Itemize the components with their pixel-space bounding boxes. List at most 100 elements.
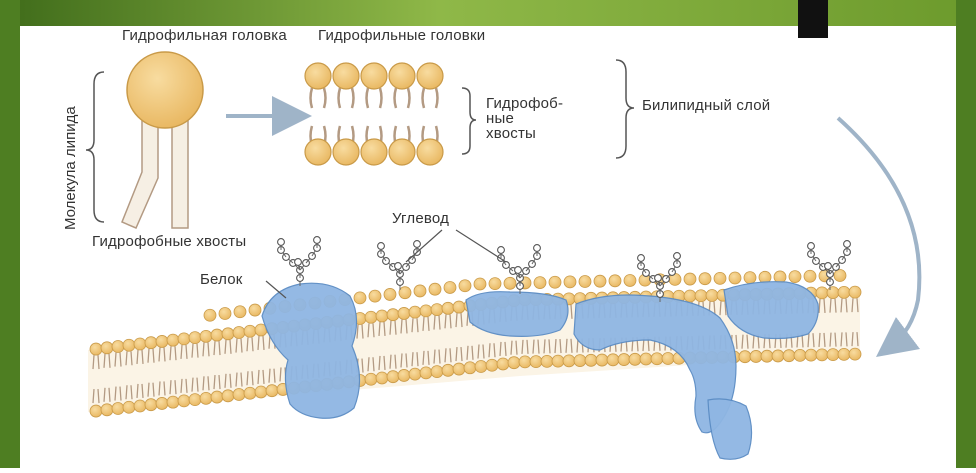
membrane-head-top — [816, 287, 828, 299]
membrane-head-back — [384, 288, 396, 300]
carbohydrate-unit — [314, 237, 321, 244]
membrane-head-top — [442, 302, 454, 314]
membrane-head-back — [609, 275, 621, 287]
membrane-head-bottom — [541, 355, 553, 367]
membrane-head-top — [244, 325, 256, 337]
membrane-head-top — [849, 286, 861, 298]
label-lipid-molecule: Молекула липида — [62, 106, 79, 230]
membrane-head-bottom — [486, 359, 498, 371]
membrane-head-bottom — [596, 354, 608, 366]
membrane-head-top — [189, 332, 201, 344]
membrane-head-top — [431, 304, 443, 316]
membrane-head-back — [369, 290, 381, 302]
membrane-head-top — [90, 343, 102, 355]
lipid-head-top — [333, 63, 359, 89]
membrane-head-bottom — [629, 353, 641, 365]
label-carbohydrate: Углевод — [392, 211, 449, 227]
label-hydrophobic-tails: Гидрофобные хвосты — [92, 234, 262, 250]
carbohydrate-unit — [808, 243, 815, 250]
membrane-head-bottom — [640, 353, 652, 365]
membrane-head-back — [204, 309, 216, 321]
membrane-head-bottom — [90, 405, 102, 417]
membrane-head-back — [804, 270, 816, 282]
membrane-head-bottom — [552, 355, 564, 367]
membrane-head-back — [219, 308, 231, 320]
membrane-head-bottom — [827, 349, 839, 361]
membrane-head-bottom — [849, 348, 861, 360]
membrane-head-bottom — [431, 366, 443, 378]
membrane-head-top — [695, 290, 707, 302]
membrane-head-top — [101, 342, 113, 354]
membrane-head-back — [474, 278, 486, 290]
membrane-head-bottom — [475, 361, 487, 373]
carbohydrate-unit — [825, 263, 832, 270]
membrane-head-bottom — [838, 348, 850, 360]
membrane-head-bottom — [508, 357, 520, 369]
lipid-head-bottom — [389, 139, 415, 165]
membrane-head-bottom — [409, 368, 421, 380]
carbohydrate-unit — [534, 245, 541, 252]
membrane-head-bottom — [222, 390, 234, 402]
membrane-head-bottom — [618, 354, 630, 366]
membrane-head-bottom — [112, 403, 124, 415]
membrane-head-top — [134, 338, 146, 350]
membrane-head-back — [699, 273, 711, 285]
lipid-head-bottom — [333, 139, 359, 165]
membrane-head-bottom — [145, 399, 157, 411]
membrane-head-top — [453, 301, 465, 313]
carbohydrate-unit — [295, 259, 302, 266]
membrane-head-top — [409, 306, 421, 318]
membrane-head-bottom — [189, 394, 201, 406]
membrane-head-back — [624, 274, 636, 286]
membrane-head-top — [112, 341, 124, 353]
membrane-head-top — [420, 305, 432, 317]
membrane-head-bottom — [761, 350, 773, 362]
membrane-head-bottom — [101, 404, 113, 416]
membrane-head-back — [744, 272, 756, 284]
membrane-head-bottom — [497, 358, 509, 370]
membrane-head-bottom — [794, 349, 806, 361]
label-protein: Белок — [200, 272, 243, 288]
membrane-head-bottom — [233, 389, 245, 401]
membrane-head-back — [459, 280, 471, 292]
lipid-head-bottom — [361, 139, 387, 165]
membrane-head-bottom — [739, 351, 751, 363]
carbohydrate-unit — [655, 275, 662, 282]
label-bilipid-layer: Билипидный слой — [642, 98, 770, 114]
carbohydrate-unit — [414, 241, 421, 248]
lipid-head-top — [361, 63, 387, 89]
membrane-head-back — [729, 272, 741, 284]
lipid-head-top — [417, 63, 443, 89]
membrane-head-back — [414, 285, 426, 297]
label-hydrophilic-heads: Гидрофильные головки — [318, 28, 498, 44]
membrane-head-top — [387, 309, 399, 321]
membrane-head-bottom — [651, 353, 663, 365]
membrane-head-top — [222, 328, 234, 340]
membrane-head-back — [594, 275, 606, 287]
left-frame-bar — [0, 0, 20, 468]
membrane-head-bottom — [607, 354, 619, 366]
membrane-head-bottom — [783, 350, 795, 362]
top-frame-bar — [0, 0, 976, 26]
membrane-head-bottom — [178, 395, 190, 407]
membrane-head-back — [534, 277, 546, 289]
membrane-head-back — [429, 283, 441, 295]
carbohydrate-unit — [515, 267, 522, 274]
membrane-head-top — [200, 330, 212, 342]
lipid-tail-right — [172, 118, 188, 228]
right-frame-bar — [956, 0, 976, 468]
membrane-head-back — [684, 273, 696, 285]
membrane-head-top — [838, 286, 850, 298]
membrane-head-back — [564, 276, 576, 288]
lipid-head-top — [305, 63, 331, 89]
membrane-head-top — [398, 307, 410, 319]
membrane-head-back — [354, 292, 366, 304]
membrane-head-bottom — [464, 362, 476, 374]
membrane-head-back — [789, 271, 801, 283]
protein-shape — [466, 292, 568, 337]
membrane-head-back — [249, 304, 261, 316]
carbohydrate-unit — [378, 243, 385, 250]
membrane-head-bottom — [585, 354, 597, 366]
carbohydrate-unit — [395, 263, 402, 270]
